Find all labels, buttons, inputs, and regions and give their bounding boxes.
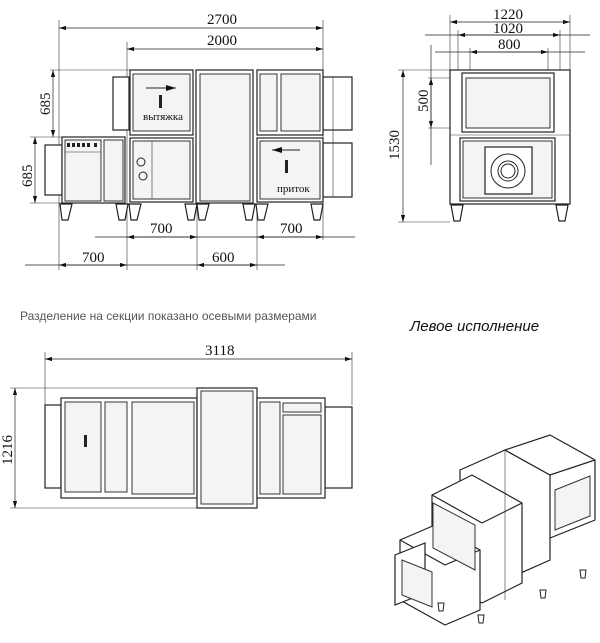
dim-1220: 1220	[493, 7, 523, 23]
isometric-view	[394, 434, 596, 626]
dim-685-lower: 685	[20, 165, 36, 188]
dim-1530: 1530	[387, 130, 403, 160]
dim-600: 600	[212, 250, 235, 266]
top-view: 3118 1216	[0, 343, 353, 509]
dim-2000: 2000	[207, 33, 237, 49]
side-view: 1220 1020 800 500 1530	[387, 7, 590, 223]
dim-1020: 1020	[493, 21, 523, 37]
dim-500: 500	[416, 90, 432, 113]
label-supply: приток	[277, 183, 310, 195]
dim-700-b: 700	[280, 221, 303, 237]
dim-700-c: 700	[82, 250, 105, 266]
dim-1216: 1216	[0, 435, 16, 466]
variant-label: Левое исполнение	[410, 318, 540, 335]
front-view: 2700 2000 685 685 700 700 700 600	[20, 12, 355, 270]
dim-700-a: 700	[150, 221, 173, 237]
dim-2700: 2700	[207, 12, 237, 28]
dim-3118: 3118	[205, 343, 234, 359]
caption: Разделение на секции показано осевыми ра…	[20, 309, 317, 323]
dim-685-upper: 685	[38, 93, 54, 116]
label-exhaust: вытяжка	[143, 111, 183, 123]
dim-800: 800	[498, 37, 521, 53]
